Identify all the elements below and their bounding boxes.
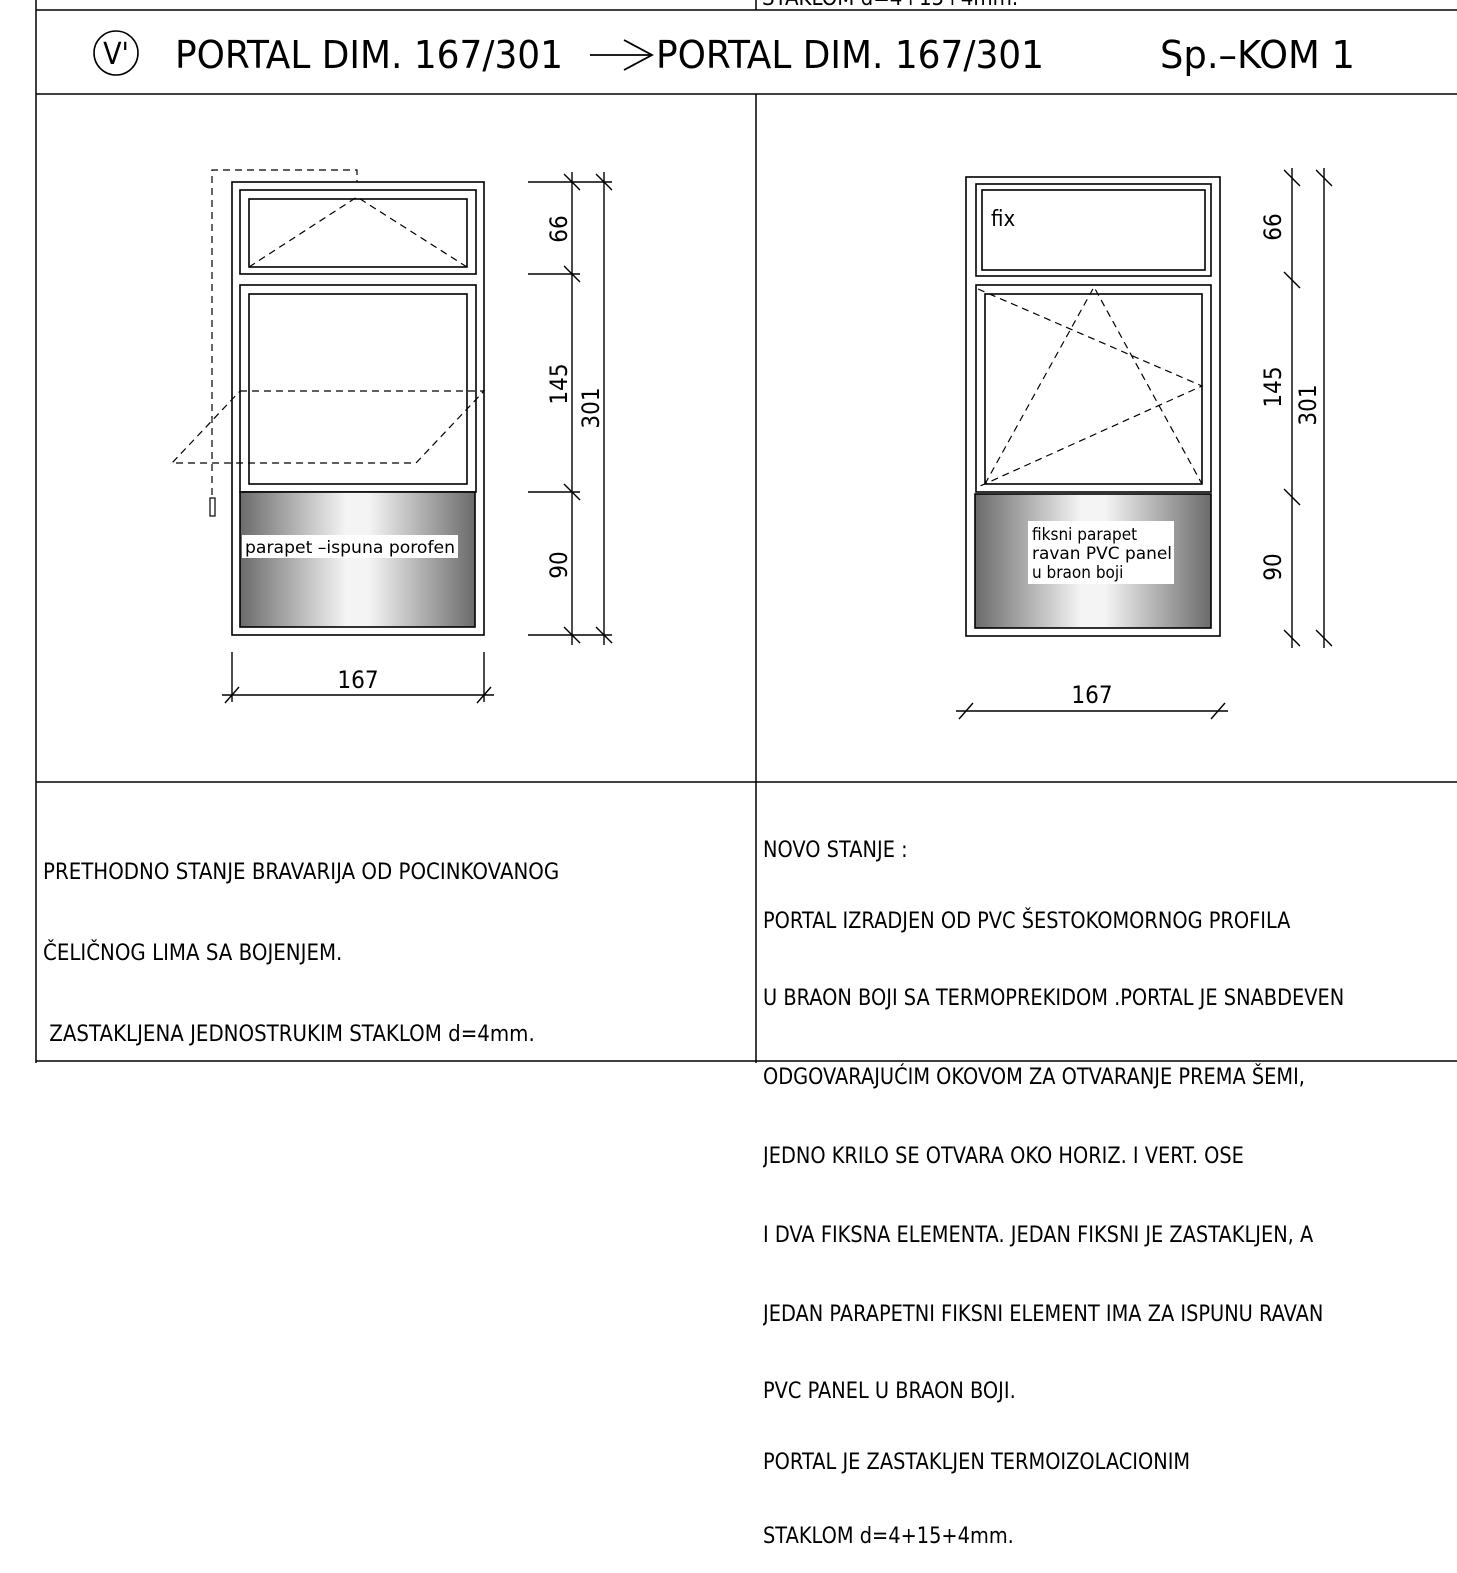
- note-line: JEDNO KRILO SE OTVARA OKO HORIZ. I VERT.…: [763, 1144, 1244, 1169]
- note-line: ODGOVARAJUĆIM OKOVOM ZA OTVARANJE PREMA …: [763, 1065, 1305, 1090]
- parapet-panel: [239, 491, 476, 628]
- table-grid: [35, 0, 1457, 1063]
- piece-count: Sp.–KOM 1: [1160, 33, 1355, 77]
- left-dim-middle: 145: [545, 363, 573, 404]
- top-strip-text: STAKLOM d=4+15+4mm.: [762, 0, 1018, 11]
- transom-outer: [239, 189, 477, 275]
- right-panel-label-1: fiksni parapet: [1032, 525, 1137, 545]
- tilt-opening-lines: [984, 285, 1203, 485]
- note-line: STAKLOM d=4+15+4mm.: [763, 1524, 1014, 1549]
- right-dim-middle: 145: [1259, 366, 1287, 407]
- transom-inner: [248, 198, 468, 268]
- note-line: PORTAL JE ZASTAKLJEN TERMOIZOLACIONIM: [763, 1450, 1191, 1475]
- note-line: ČELIČNOG LIMA SA BOJENJEM.: [43, 941, 343, 966]
- turn-opening-lines: [977, 288, 1204, 488]
- left-panel-label: parapet –ispuna porofen: [245, 538, 455, 558]
- mark-circle: [93, 30, 139, 76]
- outer-frame: [231, 181, 485, 636]
- drawing-sheet: STAKLOM d=4+15+4mm. V' PORTAL DIM. 167/3…: [35, 0, 1457, 1549]
- sash-outer: [975, 284, 1212, 493]
- sash-inner: [984, 293, 1203, 485]
- fix-inner: [981, 189, 1206, 271]
- title-left: PORTAL DIM. 167/301: [175, 33, 563, 77]
- left-window-drawing: [170, 169, 486, 636]
- right-dim-width: 167: [1071, 681, 1112, 709]
- left-width-dimension: [222, 652, 494, 704]
- right-dim-bottom: 90: [1259, 553, 1287, 580]
- right-dim-total: 301: [1294, 384, 1322, 425]
- right-vertical-dimensions: [1283, 168, 1333, 648]
- note-line: JEDAN PARAPETNI FIKSNI ELEMENT IMA ZA IS…: [763, 1302, 1324, 1327]
- right-width-dimension: [956, 702, 1228, 720]
- tilt-opening-lines: [170, 390, 486, 464]
- note-line: PORTAL IZRADJEN OD PVC ŠESTOKOMORNOG PRO…: [763, 909, 1291, 934]
- arrow-icon: [590, 39, 654, 71]
- left-dim-top: 66: [545, 215, 573, 242]
- right-panel-label-2: ravan PVC panel: [1032, 544, 1172, 564]
- position-mark: V': [103, 37, 129, 72]
- left-dim-bottom: 90: [545, 551, 573, 578]
- right-panel-label-3: u braon boji: [1032, 563, 1123, 583]
- note-line: ZASTAKLJENA JEDNOSTRUKIM STAKLOM d=4mm.: [43, 1022, 535, 1047]
- note-line: NOVO STANJE :: [763, 838, 908, 863]
- fix-label: fix: [991, 207, 1015, 232]
- handle: [209, 497, 216, 517]
- left-dim-total: 301: [577, 387, 605, 428]
- previous-state-notes: PRETHODNO STANJE BRAVARIJA OD POCINKOVAN…: [43, 810, 559, 1078]
- sash-inner: [248, 293, 468, 485]
- note-line: U BRAON BOJI SA TERMOPREKIDOM .PORTAL JE…: [763, 986, 1345, 1011]
- technical-drawing: STAKLOM d=4+15+4mm. V' PORTAL DIM. 167/3…: [35, 0, 1457, 1063]
- note-line: I DVA FIKSNA ELEMENTA. JEDAN FIKSNI JE Z…: [763, 1223, 1314, 1248]
- note-line: PVC PANEL U BRAON BOJI.: [763, 1379, 1016, 1404]
- title-right: PORTAL DIM. 167/301: [656, 33, 1044, 77]
- transom-opening-lines: [248, 196, 468, 268]
- left-dim-width: 167: [337, 666, 378, 694]
- outer-frame: [965, 176, 1221, 637]
- fix-outer: [975, 183, 1212, 277]
- opening-sash-outline: [211, 169, 358, 495]
- left-vertical-dimensions: [528, 172, 613, 645]
- note-line: PRETHODNO STANJE BRAVARIJA OD POCINKOVAN…: [43, 860, 560, 885]
- sash-outer: [239, 284, 477, 493]
- right-dim-top: 66: [1259, 213, 1287, 240]
- new-state-notes: NOVO STANJE : PORTAL IZRADJEN OD PVC ŠES…: [763, 788, 1457, 1573]
- header-row: V' PORTAL DIM. 167/301 PORTAL DIM. 167/3…: [93, 30, 1355, 77]
